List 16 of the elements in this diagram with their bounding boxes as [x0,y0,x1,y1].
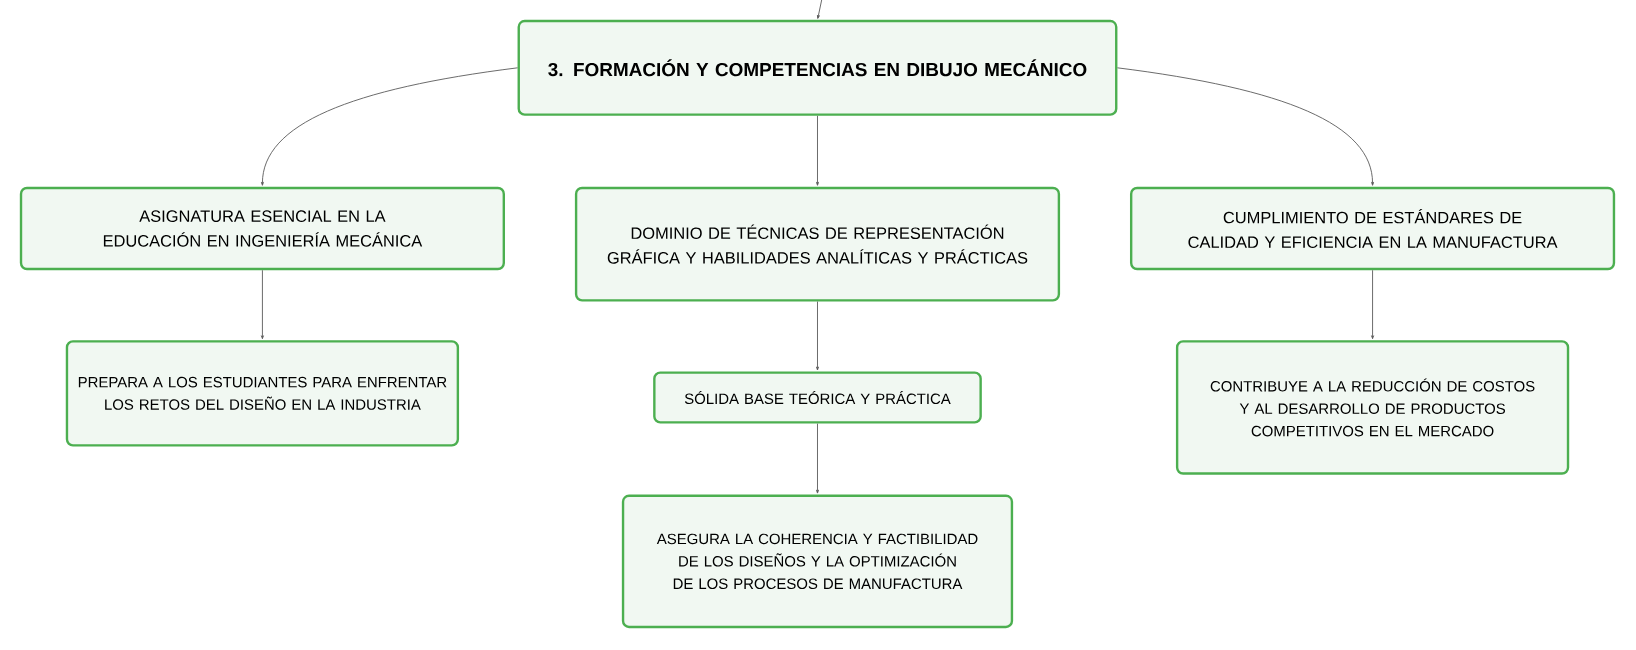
connector-arrow [1371,269,1375,340]
concept-box: CUMPLIMIENTO DE ESTÁNDARES DE CALIDAD Y EFICIENCIA EN LA MANUFACTURA [1129,186,1616,271]
concept-box: ASIGNATURA ESENCIAL EN LA EDUCACIÓN EN INGENIERÍA MECÁNICA [19,186,505,271]
concept-box: DOMINIO DE TÉCNICAS DE REPRESENTACIÓN GRÁFICA Y HABILIDADES ANALÍTICAS Y PRÁCTICAS [574,186,1061,302]
connector-arrow [1117,67,1375,186]
connector-arrow [260,67,518,186]
connector-arrow [816,115,819,186]
concept-box: ASEGURA LA COHERENCIA Y FACTIBILIDAD DE LOS DISEÑOS Y LA OPTIMIZACIÓN DE LOS PROCESOS DE MANUFACTURA [621,494,1014,629]
topic-box: 3. FORMACIÓN Y COMPETENCIAS EN DIBUJO MECÁNICO [517,19,1118,116]
connector-arrow [816,301,819,371]
concept-box: SÓLIDA BASE TEÓRICA Y PRÁCTICA [653,371,982,424]
concept-box: CONTRIBUYE A LA REDUCCIÓN DE COSTOS Y AL DESARROLLO DE PRODUCTOS COMPETITIVOS EN EL MERCADO [1175,340,1570,475]
concept-box: PREPARA A LOS ESTUDIANTES PARA ENFRENTAR LOS RETOS DEL DISEÑO EN LA INDUSTRIA [65,340,460,447]
connector-arrow [260,269,264,340]
connector-arrow [816,0,823,19]
connector-arrow [816,423,819,494]
